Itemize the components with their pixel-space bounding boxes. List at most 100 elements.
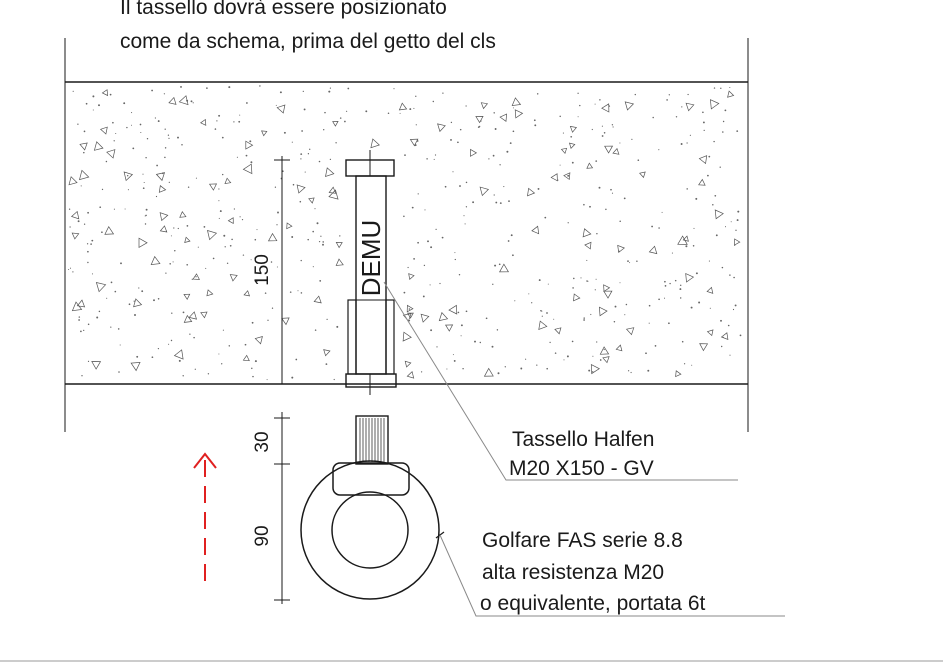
hatch-dot xyxy=(182,311,185,314)
hatch-dot xyxy=(69,226,71,228)
hatch-dot xyxy=(259,85,261,87)
hatch-dot xyxy=(557,179,559,181)
hatch-dot xyxy=(407,266,409,269)
hatch-dot xyxy=(537,187,540,190)
hatch-triangle xyxy=(706,286,714,294)
hatch-dot xyxy=(245,154,248,157)
hatch-triangle xyxy=(584,241,592,250)
hatch-dot xyxy=(275,104,277,106)
hatch-triangle xyxy=(682,235,689,242)
hatch-dot xyxy=(165,272,167,274)
hatch-dot xyxy=(106,297,108,299)
hatch-dot xyxy=(610,188,612,191)
hatch-triangle xyxy=(714,209,724,220)
hatch-triangle xyxy=(483,367,494,377)
hatch-dot xyxy=(708,260,710,262)
hatch-dot xyxy=(164,156,166,159)
hatch-dot xyxy=(250,161,253,164)
hatch-dot xyxy=(533,119,536,122)
hatch-dot xyxy=(720,319,722,322)
hatch-dot xyxy=(399,112,401,114)
hatch-dot xyxy=(214,128,217,130)
hatch-triangle xyxy=(207,229,218,241)
hatch-dot xyxy=(80,185,82,187)
hatch-dot xyxy=(168,343,170,345)
hatch-dot xyxy=(666,99,668,101)
eyebolt-collar xyxy=(332,462,410,496)
anchor-label-line2: M20 X150 - GV xyxy=(509,457,654,480)
hatch-triangle xyxy=(208,183,218,191)
hatch-triangle xyxy=(709,99,720,110)
hatch-dot xyxy=(153,299,155,302)
hatch-dot xyxy=(387,112,390,114)
hatch-dot xyxy=(619,142,621,144)
hatch-triangle xyxy=(313,295,322,304)
hatch-dot xyxy=(207,373,210,375)
hatch-dot xyxy=(365,110,368,113)
hatch-dot xyxy=(101,231,103,234)
hatch-triangle xyxy=(527,187,536,197)
hatch-dot xyxy=(136,355,139,358)
hatch-dot xyxy=(181,144,183,146)
hatch-dot xyxy=(594,103,596,105)
hatch-dot xyxy=(695,272,698,275)
hatch-dot xyxy=(594,289,596,291)
hatch-dot xyxy=(335,142,337,144)
hatch-dot xyxy=(669,282,671,285)
hatch-dot xyxy=(145,156,147,159)
hatch-dot xyxy=(729,274,731,276)
hatch-dot xyxy=(251,321,254,324)
hatch-dot xyxy=(562,132,564,134)
hatch-dot xyxy=(205,267,207,269)
anchor-leader xyxy=(383,281,738,481)
hatch-dot xyxy=(329,158,332,161)
hatch-dot xyxy=(307,238,309,241)
hatch-triangle xyxy=(323,349,331,357)
hatch-dot xyxy=(90,243,92,245)
hatch-dot xyxy=(78,319,80,321)
hatch-dot xyxy=(546,367,548,370)
hatch-dot xyxy=(87,250,89,253)
hatch-triangle xyxy=(675,370,682,378)
hatch-triangle xyxy=(617,244,625,254)
hatch-dot xyxy=(309,148,311,150)
hatch-dot xyxy=(87,360,90,363)
hatch-dot xyxy=(459,185,461,187)
hatch-dot xyxy=(114,290,117,293)
hatch-triangle xyxy=(104,226,115,235)
hatch-triangle xyxy=(243,290,251,297)
hatch-dot xyxy=(571,340,574,343)
hatch-triangle xyxy=(408,273,415,280)
hatch-dot xyxy=(479,341,482,344)
hatch-dot xyxy=(605,208,607,211)
hatch-dot xyxy=(403,291,406,294)
hatch-dot xyxy=(429,284,431,286)
hatch-dot xyxy=(732,308,735,311)
hatch-dot xyxy=(680,143,683,145)
hatch-dot xyxy=(693,227,695,229)
anchor-base-plate xyxy=(345,373,397,388)
hatch-dot xyxy=(459,128,462,131)
hatch-triangle xyxy=(179,211,187,218)
hatch-dot xyxy=(300,259,302,262)
hatch-triangle xyxy=(698,155,708,165)
hatch-dot xyxy=(250,259,252,261)
hatch-dot xyxy=(724,226,727,228)
hatch-dot xyxy=(512,107,514,109)
hatch-dot xyxy=(722,131,724,133)
hatch-dot xyxy=(113,208,115,210)
hatch-dot xyxy=(274,186,277,188)
hatch-triangle xyxy=(602,356,610,364)
hatch-dot xyxy=(329,87,331,89)
hatch-dot xyxy=(115,132,117,135)
hatch-dot xyxy=(120,262,122,265)
hatch-dot xyxy=(83,151,85,154)
hatch-triangle xyxy=(99,126,108,135)
hatch-dot xyxy=(679,288,682,291)
hatch-triangle xyxy=(573,293,581,302)
hatch-dot xyxy=(512,130,515,133)
hatch-dot xyxy=(171,312,173,314)
hatch-dot xyxy=(221,136,224,139)
hatch-dot xyxy=(572,287,574,289)
hatch-dot xyxy=(603,348,605,351)
